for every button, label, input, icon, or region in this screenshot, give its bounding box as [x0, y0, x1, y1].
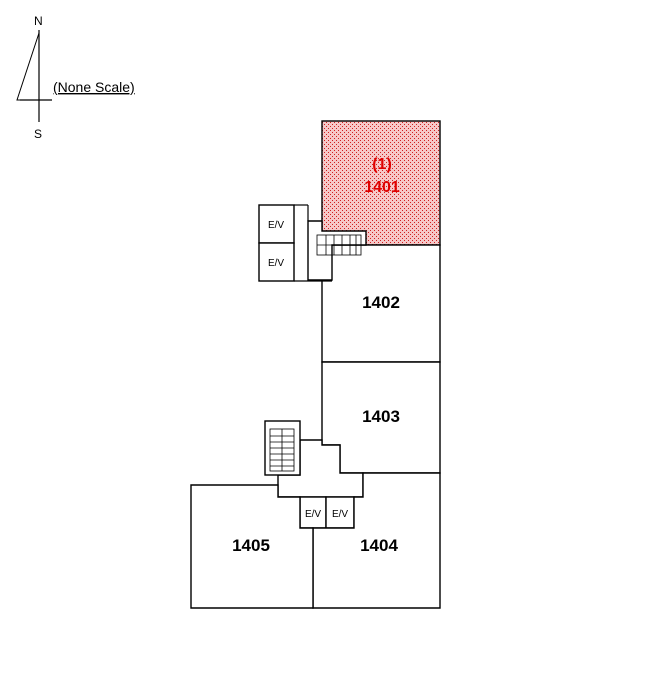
elevator-shaft-1 — [258, 204, 295, 244]
unit-1405 — [190, 484, 314, 609]
compass-south-label: S — [34, 127, 42, 141]
upper-core: E/V E/V — [258, 204, 367, 282]
lower-core: E/V E/V — [264, 420, 364, 529]
unit-1402-label: 1402 — [362, 293, 400, 312]
elevator-label-4: E/V — [332, 509, 348, 520]
unit-1402 — [321, 244, 441, 363]
unit-1401-marker: (1) — [372, 156, 392, 173]
unit-1401-label: 1401 — [364, 179, 400, 196]
compass-arrow — [16, 32, 40, 101]
elevator-label-1: E/V — [268, 220, 284, 231]
unit-1403-label: 1403 — [362, 407, 400, 426]
compass-north-label: N — [34, 14, 43, 28]
stairs-lower-treads — [269, 428, 295, 472]
compass: N S — [16, 14, 52, 141]
elevator-label-3: E/V — [305, 509, 321, 520]
unit-1405-label: 1405 — [232, 536, 270, 555]
unit-1404-label: 1404 — [360, 536, 398, 555]
unit-1401 — [321, 120, 441, 246]
elevator-label-2: E/V — [268, 258, 284, 269]
stairs-upper — [316, 234, 362, 256]
elevator-shaft-2 — [258, 242, 295, 282]
scale-note: (None Scale) — [53, 79, 135, 95]
